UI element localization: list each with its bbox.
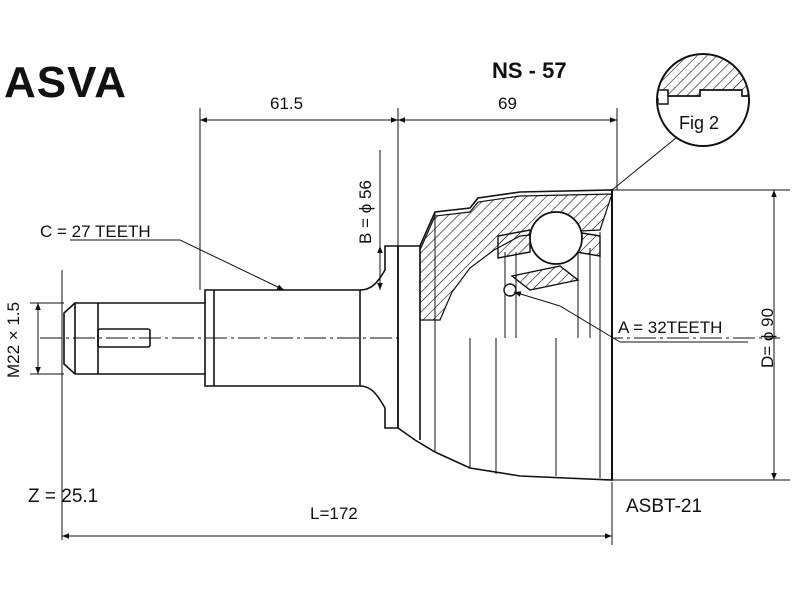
spline-shaft (204, 245, 398, 429)
leader-lines (70, 137, 748, 343)
inner-race-and-ball (497, 211, 601, 297)
c-teeth-label: C = 27 TEETH (40, 222, 151, 241)
dim-b-diameter: B = ϕ 56 (356, 180, 375, 244)
kit-reference: ASBT-21 (626, 496, 703, 517)
fig-label: Fig 2 (679, 113, 720, 133)
total-length: L=172 (310, 504, 358, 523)
dim-69: 69 (498, 94, 517, 113)
ball (529, 211, 583, 265)
fig-2-detail-circle (656, 53, 750, 147)
dim-d-diameter: D= ϕ 90 (758, 307, 777, 368)
thread-label: M22 × 1.5 (4, 301, 23, 378)
a-teeth-label: A = 32TEETH (618, 318, 723, 337)
part-number: NS - 57 (492, 58, 567, 83)
extension-lines (30, 108, 790, 545)
dimension-lines (35, 117, 777, 539)
z-value: Z = 25.1 (28, 486, 99, 507)
dim-61-5: 61.5 (270, 94, 304, 113)
brand-logo: ASVA (4, 58, 127, 107)
